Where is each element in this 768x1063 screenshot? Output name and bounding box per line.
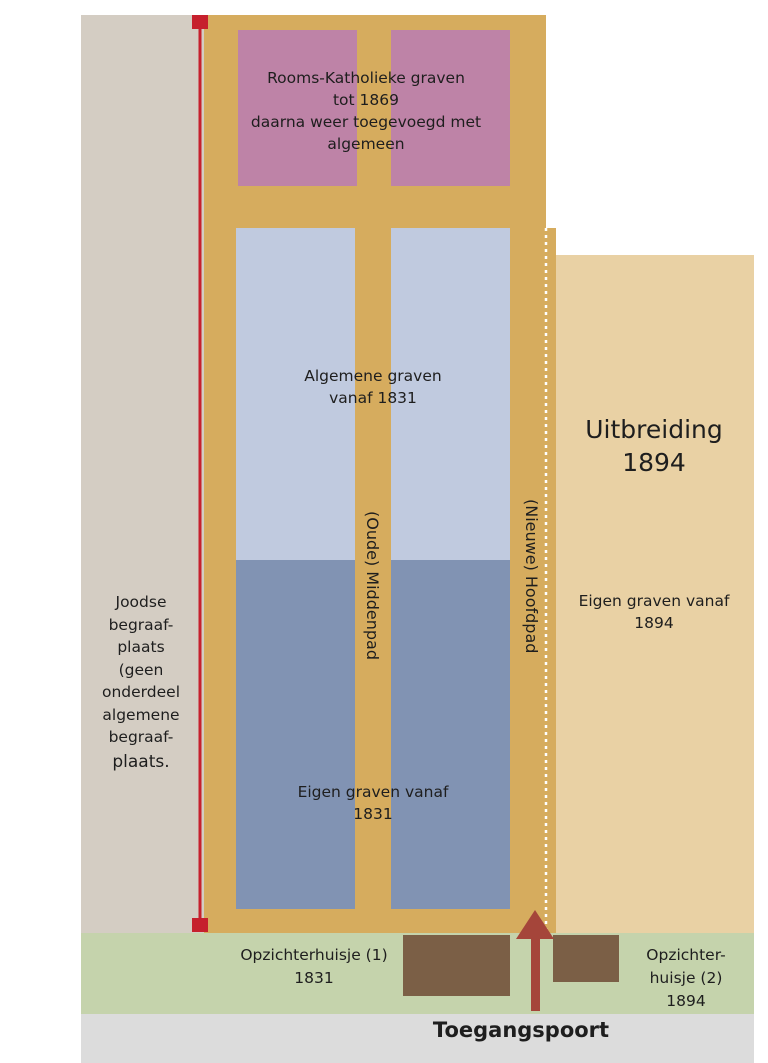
jewish-cemetery-label: Joodse begraaf- plaats (geen onderdeel a… [86,591,196,775]
general-graves-label: Algemene graven vanaf 1831 [304,367,442,407]
keeper-house-1-label: Opzichterhuisje (1) 1831 [240,946,388,987]
keeper-house-1 [403,935,510,996]
gate-label: Toegangspoort [432,1018,610,1042]
rk-graves-label: Rooms-Katholieke graven tot 1869 daarna … [250,69,482,153]
own-graves-1831-label: Eigen graven vanaf 1831 [297,783,449,823]
old-middle-path-label: (Oude) Middenpad [363,511,382,660]
rk-section-left [238,30,357,186]
extension-title: Uitbreiding 1894 [585,415,723,477]
own-section-right [391,560,510,909]
new-main-path-label: (Nieuwe) Hoofdpad [522,499,541,654]
jewish-cemetery-text-last: plaats. [112,751,170,772]
wall-endcap-top [192,15,208,29]
keeper-house-2 [553,935,619,982]
own-section-left [236,560,355,909]
rk-section-right [391,30,510,186]
entrance-arrow-head [516,910,554,939]
general-section-left [236,228,355,560]
general-section-right [391,228,510,560]
extension-1894-area [546,255,754,933]
wall-endcap-bottom [192,918,208,932]
keeper-house-2-label: Opzichter- huisje (2) 1894 [646,946,726,1010]
gate-strip [81,1014,754,1063]
extension-path-strip [546,228,556,933]
own-graves-1894-label: Eigen graven vanaf 1894 [578,592,730,632]
entrance-arrow-shaft [531,935,540,1011]
jewish-cemetery-area [81,15,204,933]
jewish-cemetery-text: Joodse begraaf- plaats (geen onderdeel a… [102,593,180,746]
